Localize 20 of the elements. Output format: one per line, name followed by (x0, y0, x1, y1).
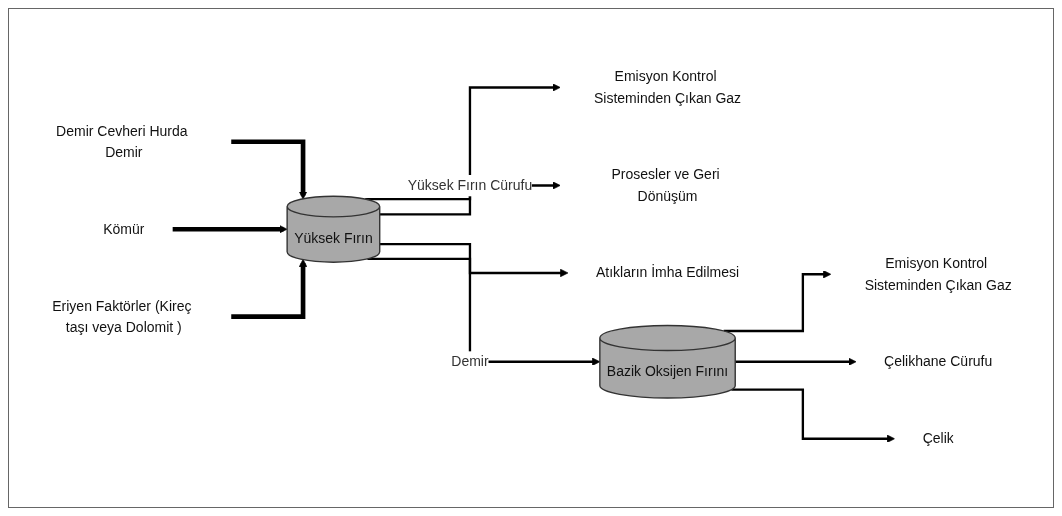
node-text: Kömür (103, 220, 145, 237)
node-text: Prosesler ve Geri Dönüşüm (611, 166, 720, 204)
node-text: Emisyon Kontrol Sisteminden Çıkan Gaz (864, 255, 1012, 293)
node-text: Atıkların İmha Edilmesi (595, 264, 740, 281)
edge-label: Yüksek Fırın Cürufu (407, 176, 533, 193)
node-text: Eriyen Faktörler (Kireç taşı veya Dolomit ) (52, 297, 192, 335)
node-text: Demir Cevheri Hurda Demir (56, 122, 188, 160)
arrow (365, 83, 561, 201)
arrow (723, 270, 832, 333)
arrow (735, 357, 857, 366)
arrow (367, 257, 601, 366)
arrow (731, 388, 895, 443)
arrow (172, 225, 288, 234)
arrow (231, 259, 308, 320)
node-text: Çelikhane Cürufu (884, 353, 993, 370)
node-text: Çelik (922, 430, 954, 447)
arrow (231, 139, 308, 200)
node-text: Emisyon Kontrol Sisteminden Çıkan Gaz (594, 68, 742, 106)
edge-label: Demir (451, 353, 489, 370)
arrow (379, 243, 569, 278)
